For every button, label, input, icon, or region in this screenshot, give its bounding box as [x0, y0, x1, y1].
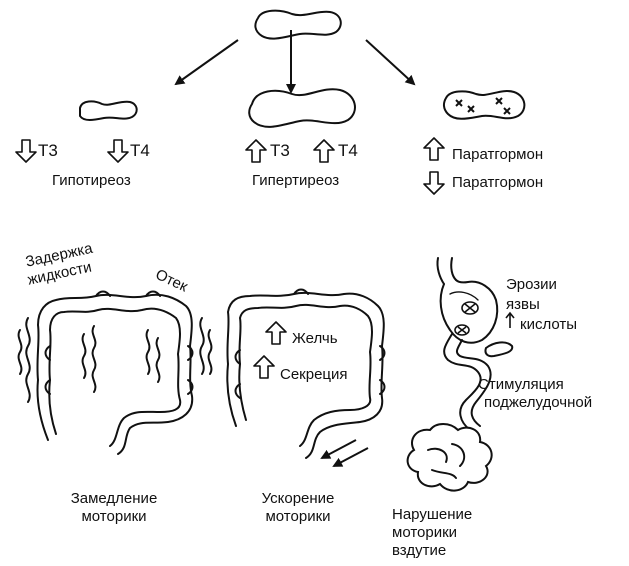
hypo-t3-label: T3	[38, 141, 58, 160]
ulcers-label: язвы	[506, 296, 540, 313]
colon-fast	[226, 288, 386, 459]
acid-label: кислоты	[520, 316, 578, 333]
thyroid-gland-small	[79, 100, 138, 121]
parathormone-up-label: Паратгормон	[452, 146, 544, 163]
bloating-label: вздутие	[392, 542, 447, 559]
fast-motility-line1: Ускорение	[261, 490, 335, 507]
slow-motility-line1: Замедление	[70, 490, 158, 507]
parathormone-up-arrow-icon	[423, 137, 445, 161]
hyperthyroidism-label: Гипертиреоз	[252, 172, 340, 189]
t4-down-arrow-icon	[107, 139, 129, 163]
impaired-motility-line1: Нарушение	[392, 506, 473, 523]
slow-motility-line2: моторики	[81, 508, 147, 525]
acid-up-arrow-icon	[505, 311, 515, 328]
thyroid-gland-top	[254, 9, 342, 40]
motility-arrow-1	[332, 447, 369, 467]
parathormone-down-label: Паратгормон	[452, 174, 544, 191]
colon-slow	[17, 290, 213, 455]
pancreas-stimulation-line1: Стимуляция	[478, 376, 564, 393]
arrow-to-hypo	[174, 39, 239, 86]
t3-up-arrow-icon	[245, 139, 267, 163]
fast-motility-line2: моторики	[265, 508, 331, 525]
stomach-intestine	[406, 257, 514, 492]
secretion-label: Секреция	[280, 366, 348, 383]
parathyroid-gland	[442, 90, 526, 120]
motility-arrow-2	[320, 439, 357, 459]
stomach-erosions	[454, 301, 479, 336]
bile-label: Желчь	[292, 330, 338, 347]
t3-down-arrow-icon	[15, 139, 37, 163]
impaired-motility-line2: моторики	[392, 524, 458, 541]
parathormone-down-arrow-icon	[423, 171, 445, 195]
hyper-t3-label: T3	[270, 141, 290, 160]
hypothyroidism-label: Гипотиреоз	[52, 172, 131, 189]
secretion-up-arrow-icon	[253, 355, 275, 379]
erosions-label: Эрозии	[506, 276, 557, 293]
bile-up-arrow-icon	[265, 321, 287, 345]
arrow-to-para	[365, 39, 416, 86]
t4-up-arrow-icon	[313, 139, 335, 163]
pancreas-stimulation-line2: поджелудочной	[484, 394, 593, 411]
hyper-t4-label: T4	[338, 141, 358, 160]
thyroid-gland-large	[248, 88, 356, 128]
hypo-t4-label: T4	[130, 141, 150, 160]
